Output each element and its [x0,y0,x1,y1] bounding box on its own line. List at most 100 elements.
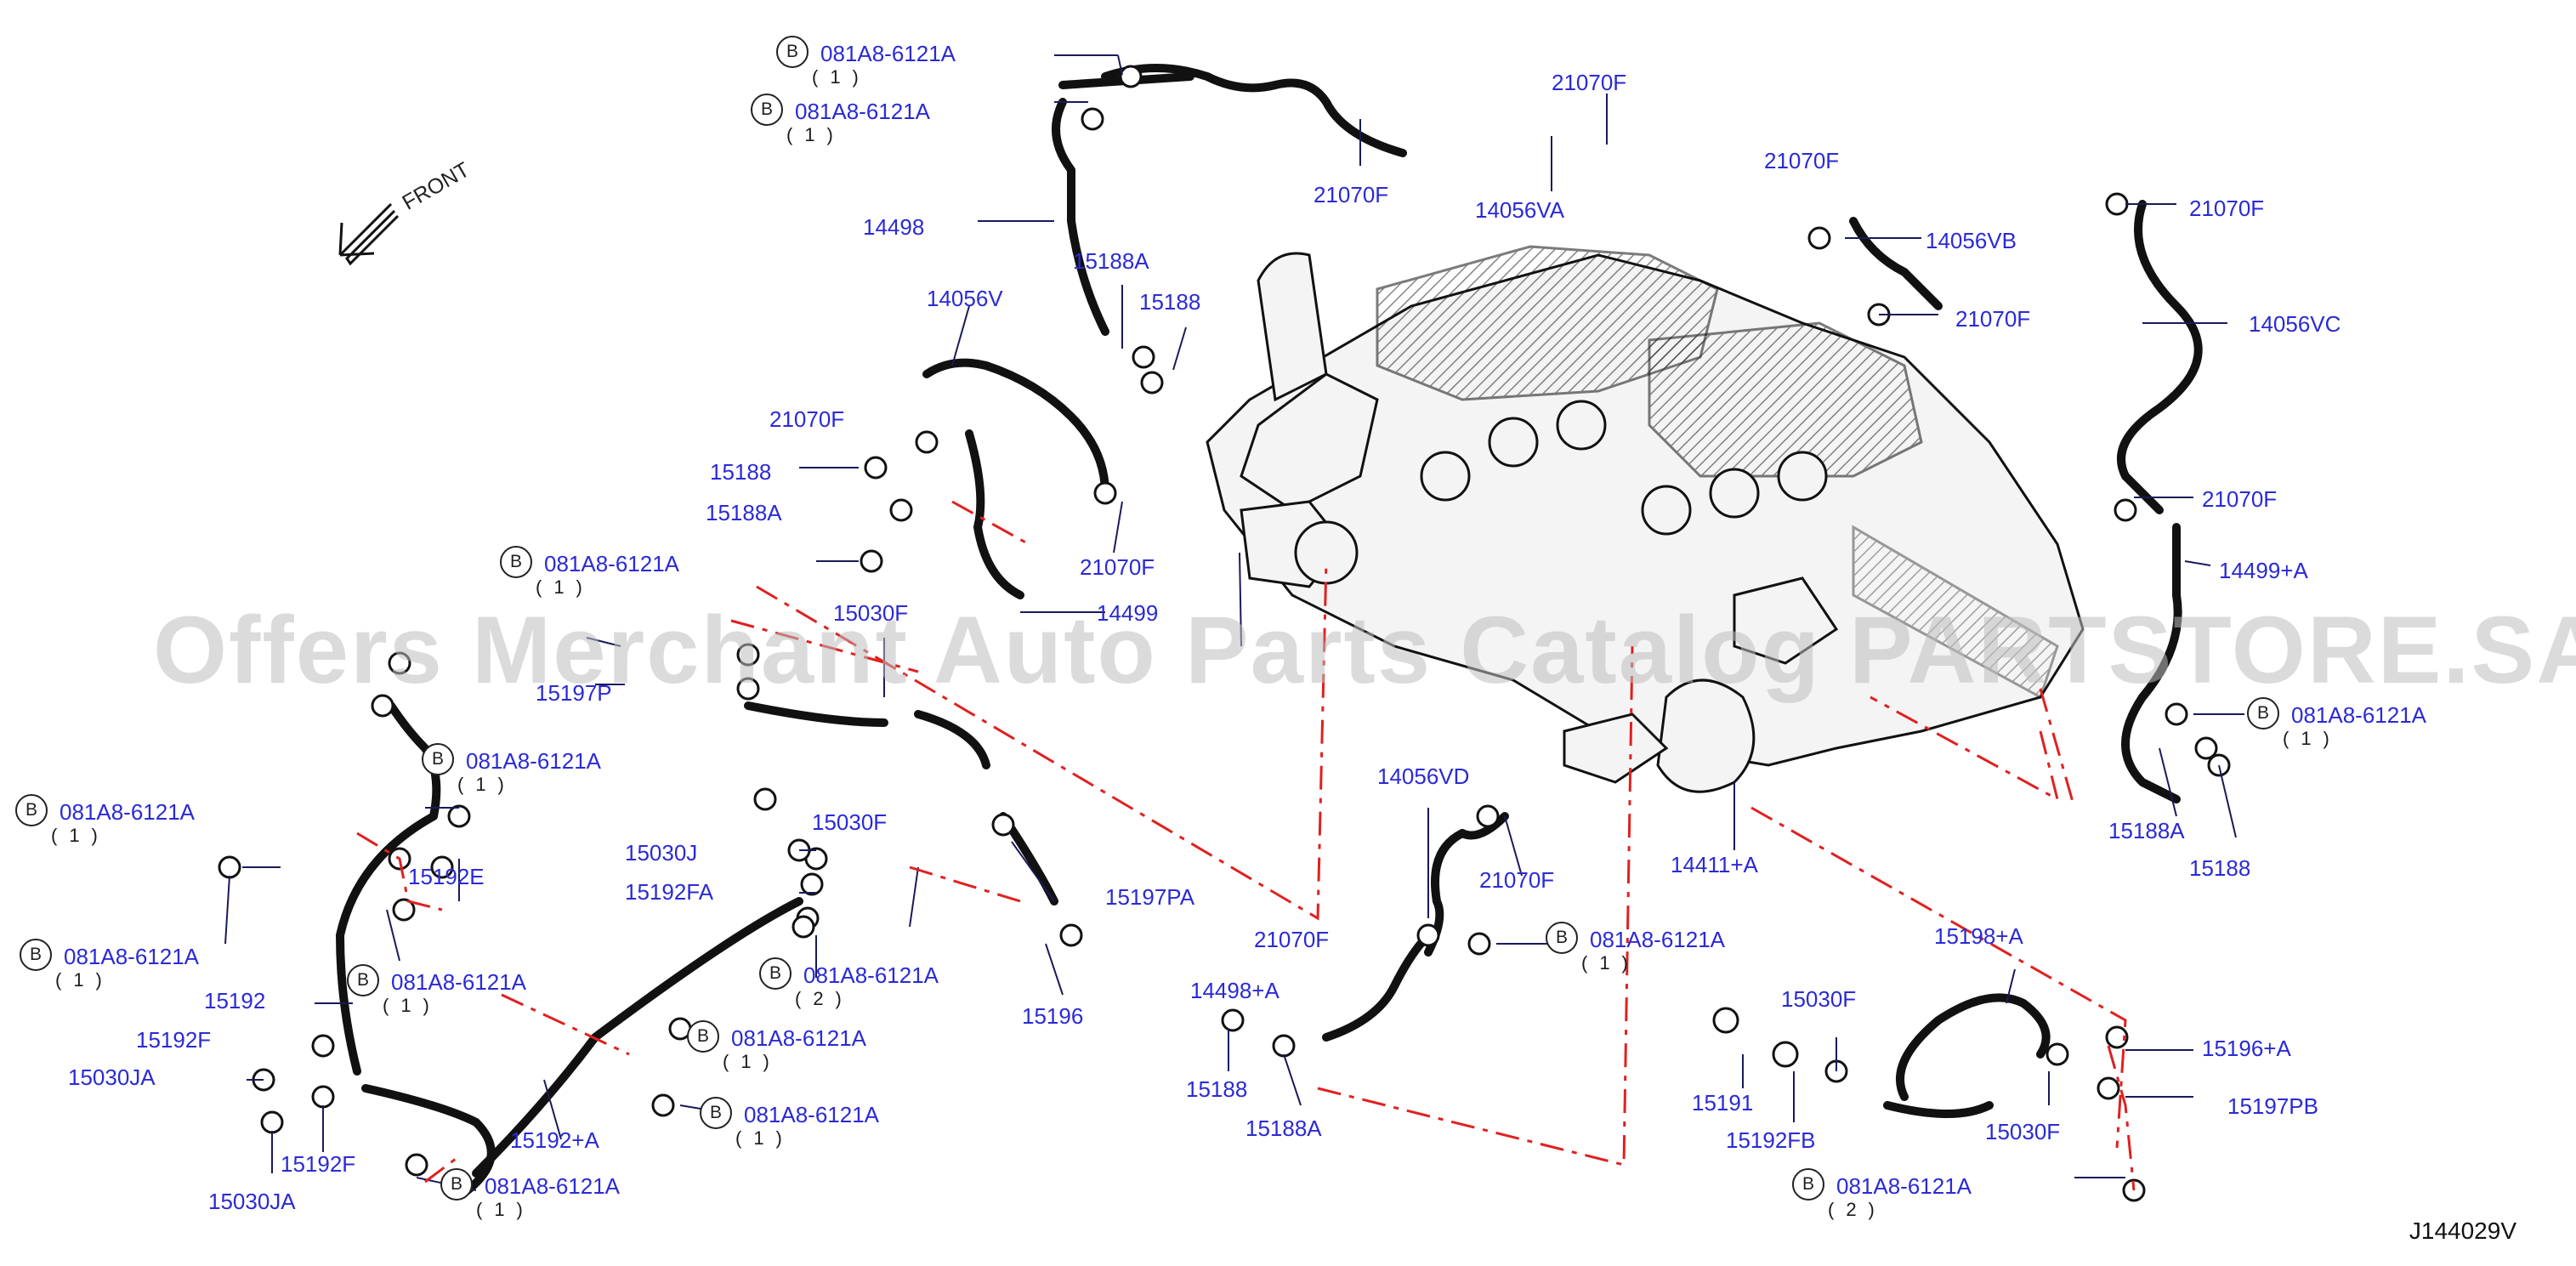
bolt-symbol-icon: B [422,743,454,775]
quantity-label: (1) [476,1199,535,1220]
assembly-dash-lines [356,500,2136,1191]
quantity-label: (2) [1828,1199,1887,1220]
part-number-label: 15030F [833,600,909,626]
part-number-label: 15030JA [208,1189,296,1214]
bolt-symbol-icon: B [776,36,809,68]
quantity-label: (1) [383,995,441,1016]
part-number-label: 15197PB [2227,1093,2318,1119]
watermark-text: Offers Merchant Auto Parts Catalog PARTS… [153,597,2576,703]
part-number-label: 081A8-6121A [2291,702,2427,728]
part-number-label: 15188A [1245,1116,1322,1141]
part-number-label: 14056VC [2249,311,2341,337]
bolt-symbol-icon: B [2247,697,2279,730]
part-number-label: 081A8-6121A [1590,927,1726,952]
part-number-label: 15192F [281,1151,356,1177]
part-number-label: 15191 [1692,1090,1754,1116]
quantity-label: (1) [55,969,114,991]
part-number-label: 081A8-6121A [391,969,527,995]
part-number-label: 081A8-6121A [544,551,680,576]
bolt-symbol-icon: B [687,1020,719,1053]
part-number-label: 15188 [1186,1076,1248,1102]
part-number-label: 15188A [2108,818,2185,843]
hose-and-pipe-illustrations [336,64,2203,1195]
bolt-symbol-icon: B [1546,922,1578,954]
part-number-label: 21070F [1552,70,1627,95]
bolt-symbol-icon: B [347,964,379,996]
part-number-label: 081A8-6121A [466,748,602,774]
part-number-label: 15030JA [68,1064,156,1090]
quantity-label: (1) [735,1127,794,1149]
part-number-label: 081A8-6121A [64,944,200,969]
bolt-and-clamp-illustrations [218,65,2231,1202]
part-number-label: 15192 [204,988,266,1013]
engine-block-illustration [1206,245,2085,793]
part-number-label: 14498 [863,214,925,240]
part-number-label: 15030F [1985,1119,2061,1144]
part-number-label: 081A8-6121A [60,799,196,825]
diagram-code: J144029V [2409,1218,2516,1244]
part-number-label: 15192E [408,864,485,889]
part-number-label: 15192FA [625,879,714,905]
quantity-label: (1) [2283,728,2341,749]
part-number-label: 15030J [625,840,698,866]
quantity-label: (1) [457,774,516,795]
quantity-label: (1) [723,1051,781,1072]
quantity-label: (1) [786,124,845,145]
bolt-symbol-icon: B [1792,1168,1824,1201]
part-number-label: 15188 [1139,289,1201,315]
part-number-label: 21070F [1955,306,2031,332]
part-number-label: 15197PA [1105,884,1195,910]
part-number-label: 081A8-6121A [485,1173,621,1199]
part-number-label: 081A8-6121A [1836,1173,1972,1199]
bolt-symbol-icon: B [20,939,52,971]
part-number-label: 15197P [536,680,612,706]
part-number-label: 15198+A [1934,923,2023,949]
part-number-label: 081A8-6121A [820,41,956,66]
bolt-symbol-icon: B [500,546,532,578]
part-number-label: 21070F [1479,867,1555,893]
part-number-label: 21070F [1254,927,1330,952]
bolt-symbol-icon: B [15,794,48,826]
part-number-label: 15188A [706,500,782,525]
front-arrow-icon [338,202,400,266]
part-number-label: 14056VD [1377,764,1470,789]
part-number-label: 15192F [136,1027,212,1053]
part-number-label: 15192FB [1726,1127,1816,1153]
bolt-symbol-icon: B [751,94,783,126]
part-number-label: 081A8-6121A [795,99,931,124]
part-number-label: 21070F [1080,554,1155,580]
part-number-label: 14499+A [2219,558,2308,583]
bolt-symbol-icon: B [700,1097,732,1129]
part-number-label: 15196 [1022,1003,1084,1029]
part-number-label: 081A8-6121A [744,1102,880,1127]
part-number-label: 15192+A [510,1127,599,1153]
bolt-symbol-icon: B [440,1168,473,1201]
part-number-label: 15188 [2189,855,2251,881]
part-number-label: 21070F [2202,486,2278,512]
part-number-label: 15188A [1073,248,1149,274]
part-number-label: 14056VB [1926,228,2017,253]
part-number-label: 21070F [2189,196,2265,221]
quantity-label: (1) [536,576,594,598]
quantity-label: (1) [51,825,110,846]
part-number-label: 14411+A [1671,852,1758,877]
part-number-label: 15188 [710,459,772,485]
part-number-label: 21070F [769,406,845,432]
quantity-label: (1) [1581,952,1640,974]
quantity-label: (1) [812,66,871,88]
part-number-label: 15030F [812,809,888,835]
part-number-label: 081A8-6121A [731,1025,867,1051]
part-number-label: 14056V [927,286,1003,311]
part-number-label: 081A8-6121A [803,962,939,988]
part-number-label: 15196+A [2202,1036,2291,1061]
part-number-label: 14056VA [1475,197,1565,223]
part-number-label: 21070F [1764,148,1840,173]
bolt-symbol-icon: B [759,957,792,990]
part-number-label: 14499 [1097,600,1159,626]
part-number-label: 14498+A [1190,978,1279,1003]
part-number-label: 15030F [1781,986,1857,1012]
part-number-label: 21070F [1314,182,1389,207]
quantity-label: (2) [795,988,854,1009]
